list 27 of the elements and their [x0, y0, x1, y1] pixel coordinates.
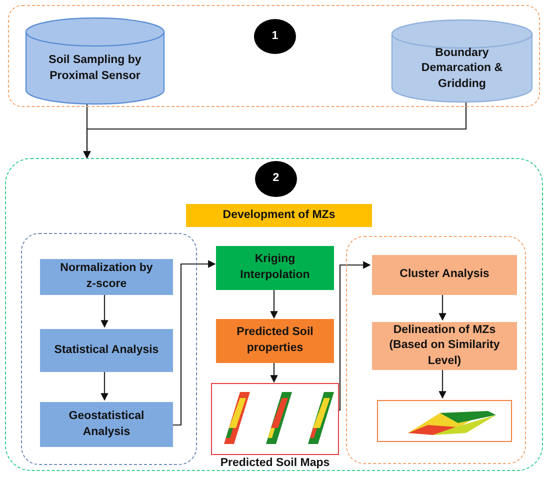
arrow [338, 261, 371, 411]
map-caption: Predicted Soil Maps [219, 456, 331, 471]
database-cylinder: Soil Sampling by Proximal Sensor [25, 17, 165, 105]
dashed-group-box [5, 158, 543, 471]
arrow [438, 293, 446, 321]
map-panel [377, 400, 512, 442]
dashed-group-box [8, 5, 540, 107]
process-box: Delineation of MZs (Based on Similarity Level) [372, 322, 517, 370]
process-box: Statistical Analysis [40, 329, 173, 372]
title-banner: Development of MZs [186, 204, 372, 227]
database-cylinder: Boundary Demarcation & Gridding [391, 19, 533, 103]
process-box: Predicted Soil properties [216, 319, 334, 363]
process-box: Geostatistical Analysis [40, 402, 173, 447]
arrow [100, 370, 108, 401]
process-box: Cluster Analysis [372, 255, 517, 295]
process-box: Normalization by z-score [40, 259, 173, 295]
step-number-circle: 2 [255, 161, 297, 197]
step-number-circle: 1 [254, 19, 296, 54]
arrow [100, 293, 108, 328]
arrow [438, 368, 446, 399]
arrow [270, 289, 278, 319]
dashed-group-box [21, 233, 197, 465]
process-box: Kriging Interpolation [216, 246, 334, 290]
arrow [171, 260, 216, 426]
arrow [270, 362, 278, 383]
dashed-group-box [346, 236, 526, 464]
arrow [83, 102, 467, 159]
